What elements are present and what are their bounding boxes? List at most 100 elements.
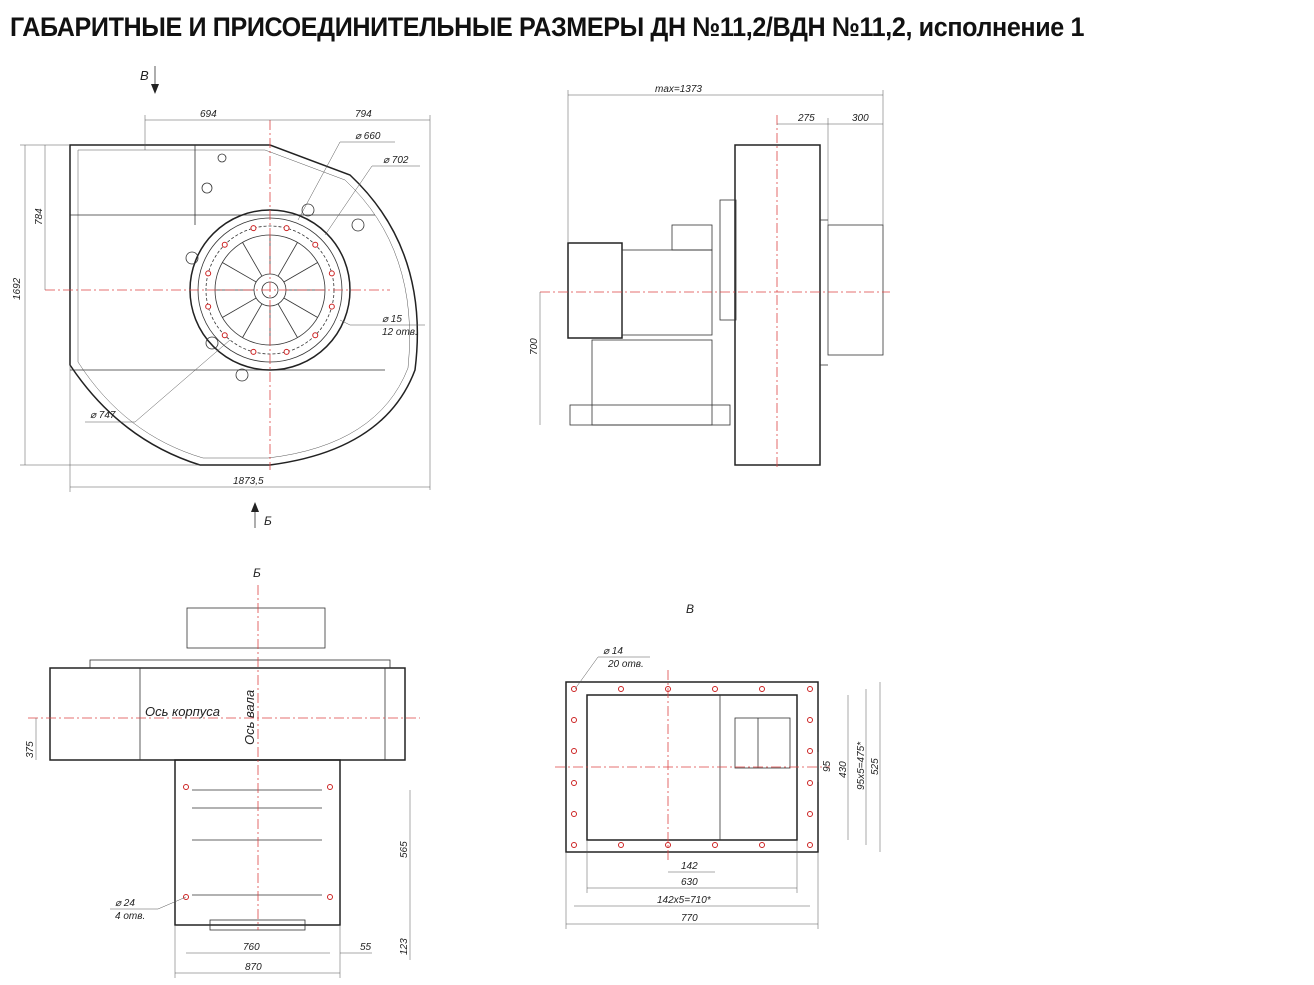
housing-eye-bolt [217,153,227,163]
motor-stand [591,339,713,426]
dim-760: 760 [243,942,260,953]
dim-275: 275 [797,113,815,124]
volute-casing [734,144,821,466]
dim-770: 770 [681,913,698,924]
dim-630: 630 [681,877,698,888]
outlet-hole [807,748,813,754]
flange-hole [328,270,335,277]
flange-hole [250,225,257,232]
housing-inner-outline [77,149,410,459]
dim-d660: ⌀ 660 [355,131,381,142]
dim-1873: 1873,5 [233,476,264,487]
inlet-collar-b [186,607,326,649]
view-arrow-v-label: В [140,68,149,83]
dim-d14: ⌀ 14 [603,646,623,657]
dim-475: 95x5=475* [856,741,867,790]
dim-375: 375 [25,741,36,758]
housing-lug [201,182,213,194]
dim-430: 430 [838,761,849,778]
flange-hole [205,303,212,310]
impeller-blade [277,242,298,277]
outlet-hole [807,811,813,817]
label-axis-body: Ось корпуса [145,704,220,719]
dim-20-holes: 20 отв. [607,659,644,670]
impeller-blade [222,297,257,318]
outlet-hole [571,686,577,692]
flange-hole [221,332,228,339]
housing-b [49,667,406,761]
dim-d24: ⌀ 24 [115,898,135,909]
view-v: В ⌀ 14 20 отв. 95 430 95x5=475* 525 142 … [555,602,881,929]
inlet-collar [827,224,884,356]
view-b-label: Б [253,566,261,580]
dim-710: 142x5=710* [657,895,712,906]
dim-784: 784 [34,208,45,225]
base-plate [569,404,731,426]
outlet-hole [807,717,813,723]
dim-694: 694 [200,109,217,120]
flange-hole [312,241,319,248]
mount-lug-right [351,218,365,232]
outlet-hole [571,748,577,754]
outlet-hole [807,842,813,848]
mount-lug-left [185,251,199,265]
impeller-blade [242,303,263,338]
outlet-hole [807,780,813,786]
outlet-damper [734,717,791,769]
outlet-hole [618,686,624,692]
impeller-blade [283,297,318,318]
outlet-hole [712,842,718,848]
flange-hole [328,303,335,310]
outlet-hole [571,717,577,723]
motor-terminal-box [671,224,713,251]
dim-95: 95 [822,760,833,772]
view-v-label: В [686,602,694,616]
dim-794: 794 [355,109,372,120]
flange-hole [221,241,228,248]
impeller-blade [283,262,318,283]
dim-12-holes: 12 отв. [382,327,418,338]
flange-hole [205,270,212,277]
outlet-hole [807,686,813,692]
outlet-hole [618,842,624,848]
impeller-blade [242,242,263,277]
housing-outline [69,144,419,466]
impeller-blade [222,262,257,283]
dim-max1373: max=1373 [655,84,702,95]
view-arrow-b-head [251,502,259,512]
dim-123: 123 [399,938,410,955]
dim-1692: 1692 [12,277,23,300]
mount-lug-bottom-left [205,336,219,350]
side-view: max=1373 275 300 700 [529,84,890,470]
dim-565: 565 [399,841,410,858]
motor-body [567,242,623,339]
mount-lug-bottom [235,368,249,382]
dim-d15: ⌀ 15 [382,314,402,325]
dim-525: 525 [870,758,881,775]
outlet-opening [586,694,798,841]
dim-d747: ⌀ 747 [90,410,116,421]
view-arrow-b-label: Б [264,514,272,528]
flange-hole [283,225,290,232]
dim-55: 55 [360,942,372,953]
casing-mount [719,199,737,321]
outlet-hole [712,686,718,692]
dim-4-holes: 4 отв. [115,911,145,922]
dim-142: 142 [681,861,698,872]
outlet-hole [571,780,577,786]
view-arrow-v-head [151,84,159,94]
flange-hole [283,348,290,355]
page-title: ГАБАРИТНЫЕ И ПРИСОЕДИНИТЕЛЬНЫЕ РАЗМЕРЫ Д… [10,12,1085,42]
motor-frame [621,249,713,336]
dim-d702: ⌀ 702 [383,155,409,166]
outlet-hole [571,811,577,817]
view-b: Б Ось корпуса Ось вала 375 565 123 ⌀ 24 … [25,566,420,978]
motor-stand-b [174,759,341,926]
mount-lug-top [301,203,315,217]
label-axis-shaft: Ось вала [242,690,257,745]
outlet-hole [759,686,765,692]
dim-870: 870 [245,962,262,973]
dim-300: 300 [852,113,869,124]
dim-700: 700 [529,338,540,355]
